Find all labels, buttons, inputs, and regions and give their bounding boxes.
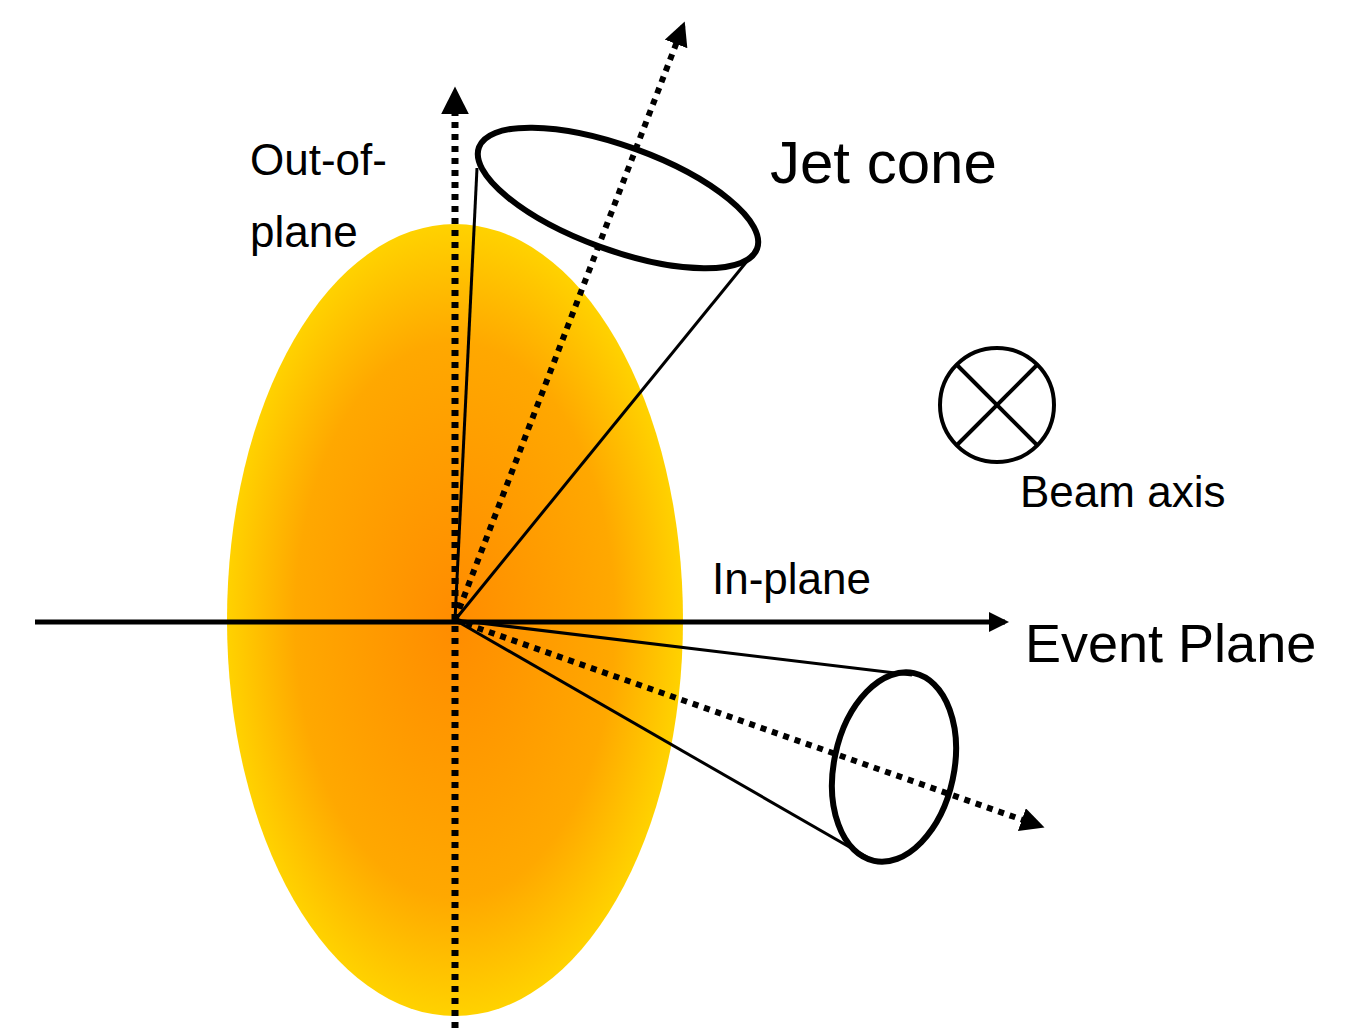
event-plane-axis	[35, 620, 1005, 625]
cone-edge	[455, 260, 748, 620]
axis-label: Out-of- plane	[250, 124, 440, 268]
beam-axis-label: Beam axis	[1020, 466, 1225, 518]
jet-axis-upper	[455, 26, 683, 620]
beam-axis-cross	[957, 365, 1037, 445]
cone-edge	[455, 620, 912, 675]
cone-edge	[455, 620, 872, 860]
beam-axis-symbol	[940, 348, 1054, 462]
cone-edge	[455, 168, 477, 620]
jet-cone-label: Jet cone	[770, 128, 997, 198]
jet-cone-rim	[461, 99, 775, 298]
beam-axis-cross	[957, 365, 1037, 445]
axis-label: In-plane	[712, 553, 871, 605]
event-plane-label: Event Plane	[1025, 612, 1316, 674]
jet-cone-rim	[815, 661, 972, 874]
